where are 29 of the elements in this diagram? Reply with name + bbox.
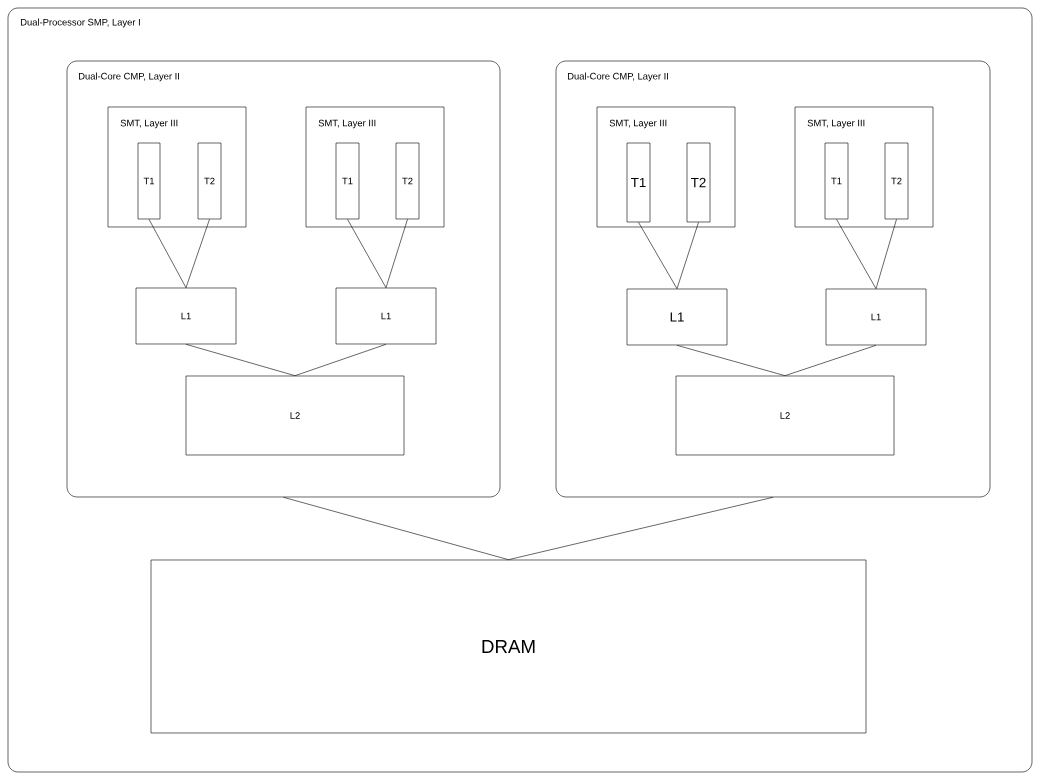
- connector-line: [283, 497, 509, 560]
- connector-line: [185, 219, 210, 288]
- thread-box: T1: [626, 142, 651, 223]
- thread-box: T2: [686, 142, 711, 223]
- thread-box: T2: [884, 142, 909, 220]
- connector-line: [676, 222, 699, 289]
- component-box: L1: [825, 288, 927, 346]
- thread-box: T1: [335, 142, 360, 220]
- component-box: DRAM: [150, 559, 867, 734]
- component-box: L1: [626, 288, 728, 346]
- connector-line: [784, 345, 877, 376]
- connector-line: [185, 344, 296, 376]
- component-box: L2: [185, 375, 405, 456]
- connector-line: [385, 219, 408, 288]
- thread-box: T1: [824, 142, 849, 220]
- thread-box: T2: [395, 142, 420, 220]
- connector-line: [148, 219, 187, 288]
- component-box: L1: [135, 287, 237, 345]
- connector-line: [875, 219, 897, 289]
- connector-line: [347, 219, 387, 288]
- thread-box: T2: [197, 142, 222, 220]
- connector-line: [638, 222, 678, 289]
- component-box: L2: [675, 375, 895, 456]
- connector-line: [676, 345, 786, 376]
- thread-box: T1: [137, 142, 161, 220]
- connector-line: [508, 497, 774, 560]
- connector-line: [294, 344, 387, 376]
- component-box: L1: [335, 287, 437, 345]
- connector-line: [836, 219, 877, 289]
